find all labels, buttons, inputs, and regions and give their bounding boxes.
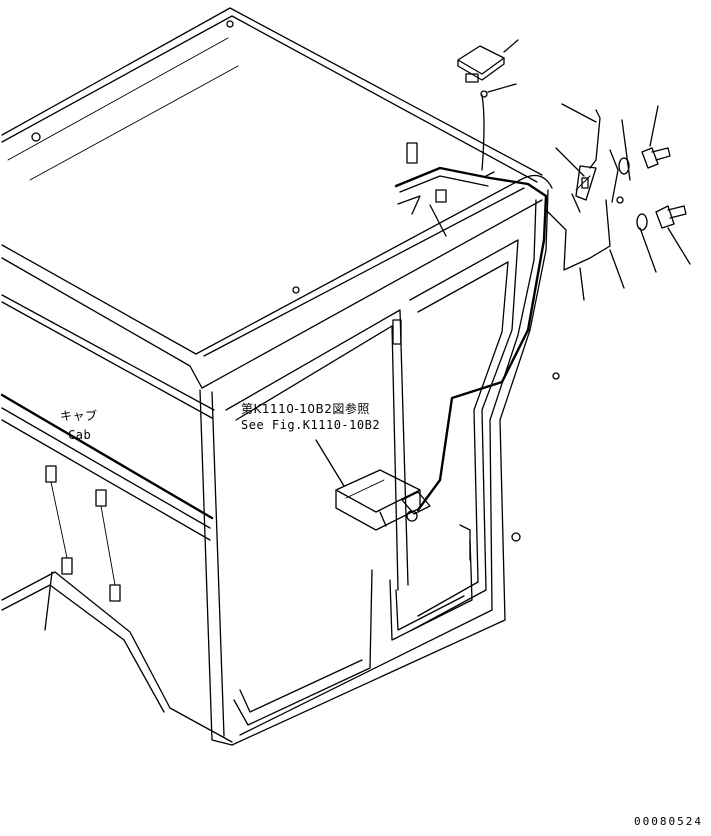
cab-front-frame [199,189,560,746]
bolts-and-washers [579,105,691,301]
bolt-icon [641,147,671,169]
wiring-harness [394,94,611,561]
controller-box [315,439,431,531]
reference-label-japanese: 第K1110-10B2図参照 [241,402,370,416]
harness-clamps [397,142,495,237]
washer-icon [618,157,630,175]
cab-label-japanese: キャブ [60,409,98,423]
cab-roof [1,7,553,389]
mounting-bracket [555,103,631,213]
antenna-mount [457,39,519,98]
leader-lines [575,175,591,191]
drawing-number: 00080524 [634,815,703,828]
reference-label-english: See Fig.K1110-10B2 [241,418,381,432]
cab-side-panel [0,294,233,743]
cab-label-english: Cab [68,428,92,442]
